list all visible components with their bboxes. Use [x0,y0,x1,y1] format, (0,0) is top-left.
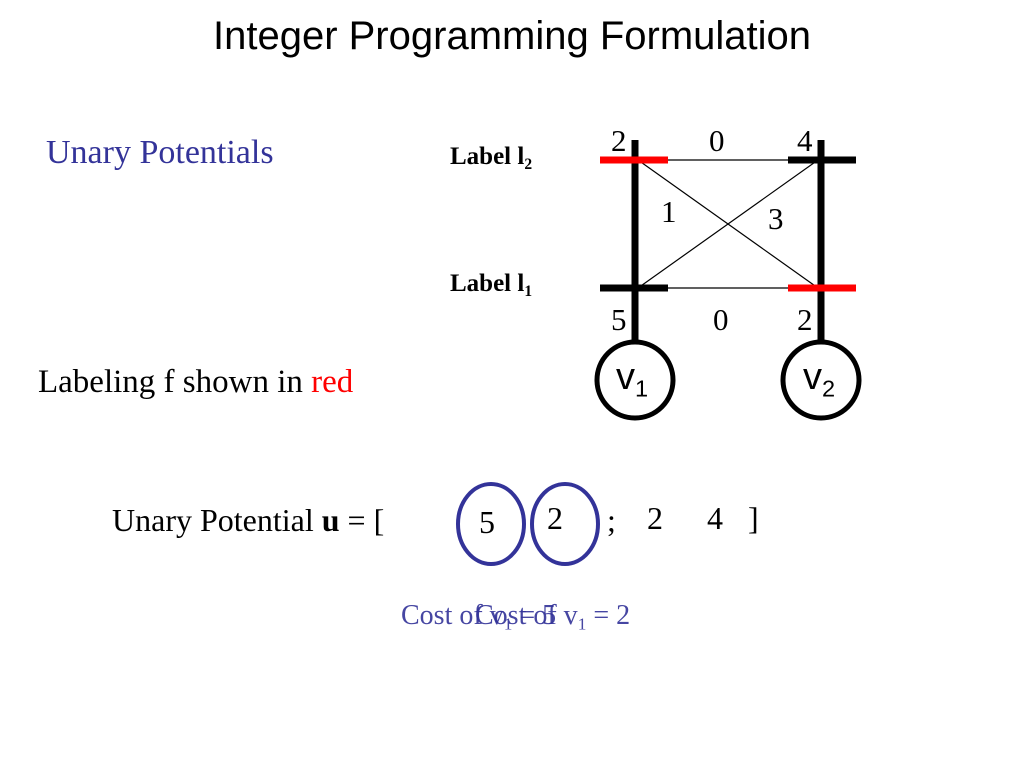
u-separator: ; [607,502,616,538]
section-heading: Unary Potentials [46,134,274,171]
u-value-v2-l1: 2 [647,500,663,536]
u-value-v1-l2: 2 [547,500,563,536]
cost-annotation-5: Cost of v1 = 5 [401,600,557,634]
label-l1: Label l1 [450,270,533,300]
cost-annotation-2: Cost of v1 = 2 [475,600,631,634]
edge-cross-up [637,159,819,289]
caption-prefix: Labeling f shown in [38,364,303,400]
highlight-circle-5 [456,482,526,566]
caption-red-word: red [311,364,354,400]
top-value-v1: 2 [611,123,627,158]
node-v2-circle [780,339,862,421]
highlight-circle-2 [530,482,600,566]
page-title: Integer Programming Formulation [212,14,812,58]
node-v1-label: v1 [616,356,649,402]
label-l2: Label l2 [450,143,533,173]
u-close-bracket: ] [748,500,759,536]
top-value-edge: 0 [709,123,725,158]
cross-value-3: 3 [768,201,784,236]
bottom-value-v2: 2 [797,302,813,337]
u-value-v2-l2: 4 [707,500,723,536]
bottom-value-edge: 0 [713,302,729,337]
node-v2-label: v2 [803,356,836,402]
bottom-value-v1: 5 [611,302,627,337]
cross-value-1: 1 [661,194,677,229]
labeling-caption: Labeling f shown in red [38,364,353,401]
top-value-v2: 4 [797,123,813,158]
node-v1-circle [594,339,676,421]
unary-potential-label: Unary Potential u = [ [112,502,385,538]
u-value-v1-l1: 5 [479,504,495,540]
